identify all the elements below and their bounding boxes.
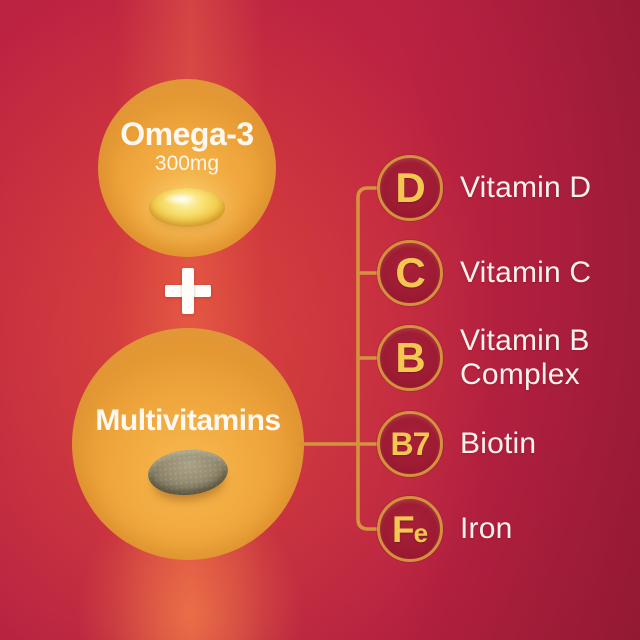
vitamin-c-badge: C	[377, 240, 443, 306]
omega3-circle: Omega-3 300mg	[98, 79, 276, 257]
biotin-b7-badge: B7	[377, 411, 443, 477]
vitamin-row-b-complex: B Vitamin B Complex	[377, 324, 640, 391]
biotin-label: Biotin	[460, 427, 537, 460]
iron-label: Iron	[460, 512, 513, 545]
multivitamins-title: Multivitamins	[95, 404, 281, 437]
vitamin-c-label: Vitamin C	[460, 256, 592, 289]
vitamin-b-complex-label: Vitamin B Complex	[460, 324, 590, 391]
omega3-dose: 300mg	[154, 152, 220, 175]
multivitamins-circle: Multivitamins	[72, 328, 304, 560]
capsule-highlight	[163, 193, 197, 205]
vitamin-d-badge: D	[377, 155, 443, 221]
vitamin-d-label: Vitamin D	[460, 171, 592, 204]
plus-icon: +	[165, 268, 211, 314]
vitamin-row-biotin: B7 Biotin	[377, 411, 536, 477]
omega3-title: Omega-3	[120, 116, 254, 152]
vitamin-row-d: D Vitamin D	[377, 155, 591, 221]
vitamin-row-c: C Vitamin C	[377, 240, 591, 306]
vitamin-b-badge: B	[377, 325, 443, 391]
softgel-capsule-icon	[149, 188, 225, 227]
